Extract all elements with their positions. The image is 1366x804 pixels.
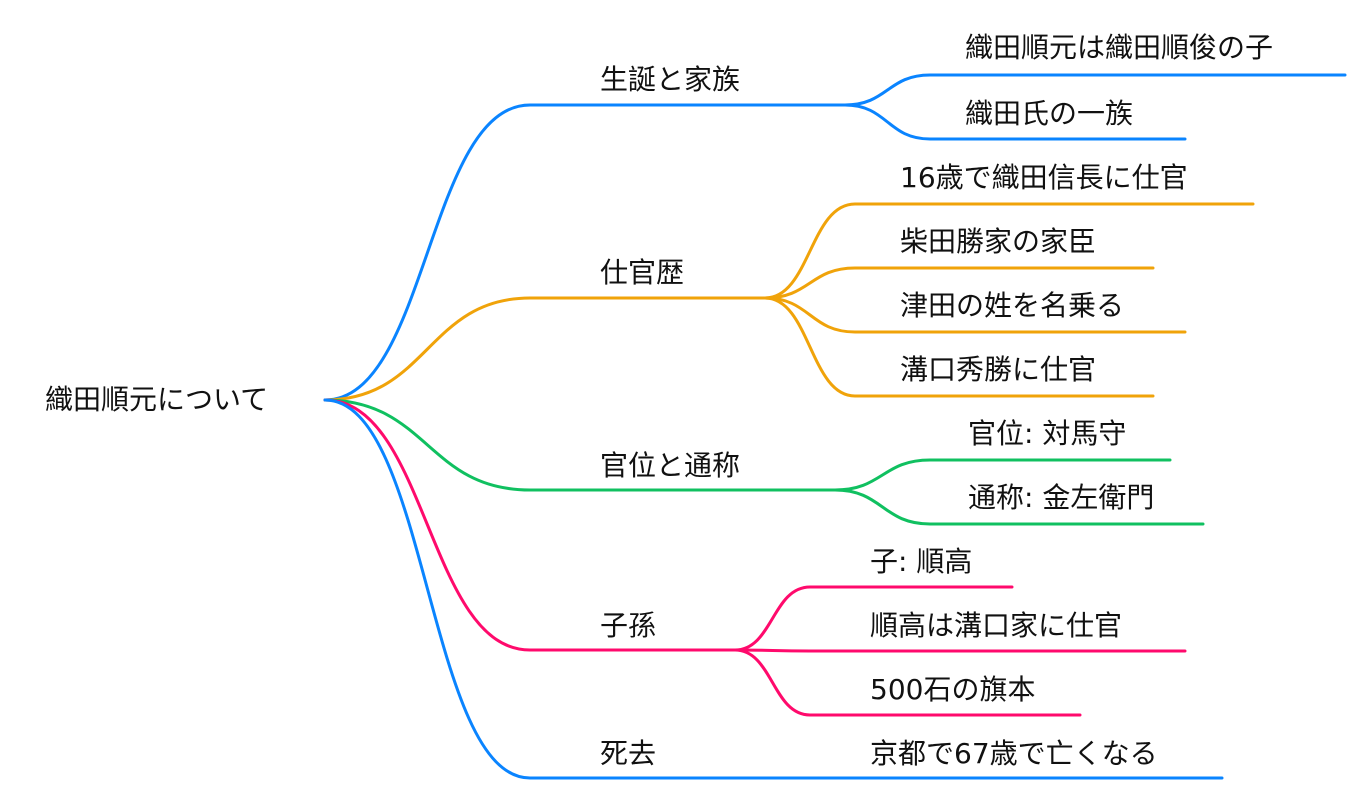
leaf-rank-name-1: 官位: 対馬守 — [968, 417, 1127, 450]
leaf-birth-family-2: 織田氏の一族 — [965, 97, 1134, 130]
leaf-edge — [733, 648, 1082, 717]
leaf-edge — [763, 296, 1187, 334]
leaf-descendants-1: 子: 順高 — [870, 545, 973, 578]
branch-edge — [323, 398, 822, 780]
leaf-descendants-3: 500石の旗本 — [870, 673, 1036, 706]
branch-rank-name: 官位と通称 — [600, 449, 741, 482]
branch-edge — [323, 398, 737, 652]
leaf-career-4: 溝口秀勝に仕官 — [900, 353, 1097, 386]
leaf-birth-family-1: 織田順元は織田順俊の子 — [965, 31, 1274, 64]
branch-career: 仕官歴 — [600, 256, 685, 289]
leaf-edge — [833, 458, 1172, 492]
leaf-edge — [733, 585, 1014, 652]
branch-death: 死去 — [600, 737, 657, 770]
leaf-edge — [763, 202, 1255, 300]
branch-descendants: 子孫 — [600, 609, 657, 642]
leaf-rank-name-2: 通称: 金左衛門 — [968, 481, 1155, 514]
branch-edge — [323, 296, 767, 402]
branch-birth-family: 生誕と家族 — [600, 63, 741, 96]
branch-edge — [323, 398, 837, 492]
leaf-career-3: 津田の姓を名乗る — [900, 289, 1125, 322]
root-node: 織田順元について — [45, 383, 269, 416]
leaf-edge — [763, 296, 1155, 398]
leaf-edge — [843, 73, 1347, 107]
leaf-edge — [843, 103, 1187, 141]
leaf-career-1: 16歳で織田信長に仕官 — [900, 161, 1188, 194]
branch-edge — [323, 103, 847, 402]
leaf-edge — [733, 648, 1187, 653]
leaf-edge — [763, 266, 1155, 300]
leaf-death-1: 京都で67歳で亡くなる — [870, 737, 1158, 770]
leaf-descendants-2: 順高は溝口家に仕官 — [870, 609, 1123, 642]
leaf-career-2: 柴田勝家の家臣 — [900, 225, 1097, 258]
leaf-edge — [833, 488, 1205, 526]
